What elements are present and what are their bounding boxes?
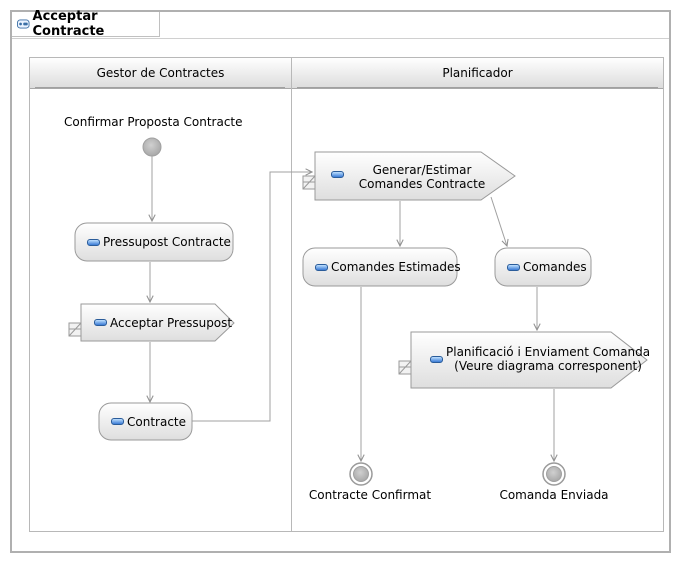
- action-planificacio[interactable]: [410, 331, 648, 389]
- object-node-estimades[interactable]: [302, 247, 458, 287]
- object-node-contracte[interactable]: [98, 402, 193, 441]
- object-pin-icon: [507, 263, 520, 271]
- action-planificacio-content: Planificació i Enviament Comanda (Veure …: [430, 342, 650, 376]
- lane-header-planificador[interactable]: Planificador: [292, 58, 663, 89]
- activity-diagram-icon: [17, 19, 30, 29]
- action-generar-comandes[interactable]: [314, 151, 516, 201]
- diagram-title-tab[interactable]: Acceptar Contracte: [12, 9, 160, 39]
- action-planificacio-label-line2: (Veure diagrama corresponent): [454, 359, 642, 373]
- action-generar-label: Generar/Estimar Comandes Contracte: [358, 163, 486, 191]
- final-node-comanda-enviada[interactable]: [542, 462, 566, 486]
- lane-divider: [291, 58, 292, 532]
- call-behavior-icon: [68, 322, 82, 337]
- object-node-pressupost[interactable]: [74, 222, 234, 262]
- object-pin-icon: [111, 418, 124, 425]
- object-node-pressupost-content: Pressupost Contracte: [87, 223, 231, 261]
- object-node-comandes[interactable]: [494, 247, 592, 287]
- object-node-contracte-content: Contracte: [111, 403, 186, 440]
- final-node-contracte-confirmat-label: Contracte Confirmat: [308, 488, 432, 502]
- final-node-contracte-confirmat[interactable]: [349, 462, 373, 486]
- flow-generar-to-comandes: [490, 196, 507, 246]
- lane-underline-planificador: [297, 87, 658, 88]
- call-behavior-icon: [302, 175, 316, 190]
- swimlane-container: [29, 57, 664, 532]
- object-node-contracte-label: Contracte: [127, 414, 187, 429]
- lane-header-gestor[interactable]: Gestor de Contractes: [30, 58, 291, 89]
- call-behavior-icon: [398, 360, 412, 375]
- object-node-comandes-label: Comandes: [523, 260, 587, 274]
- action-icon: [331, 171, 344, 178]
- initial-node-label: Confirmar Proposta Contracte: [64, 115, 243, 129]
- action-planificacio-label-line1: Planificació i Enviament Comanda: [446, 345, 651, 359]
- object-pin-icon: [87, 238, 100, 246]
- object-pin-icon: [315, 263, 328, 271]
- control-flows: [150, 156, 554, 461]
- action-planificacio-text: Planificació i Enviament Comanda (Veure …: [446, 345, 650, 373]
- action-acceptar-label: Acceptar Pressupost: [110, 315, 233, 330]
- title-separator: [12, 38, 669, 39]
- object-node-pressupost-label: Pressupost Contracte: [103, 235, 231, 249]
- action-icon: [94, 319, 107, 326]
- object-node-estimades-label: Comandes Estimades: [331, 260, 461, 274]
- flow-contracte-to-generar: [192, 172, 312, 422]
- action-generar-content: Generar/Estimar Comandes Contracte: [331, 162, 501, 192]
- object-node-estimades-content: Comandes Estimades: [315, 248, 461, 286]
- initial-node[interactable]: [142, 137, 162, 157]
- diagram-title: Acceptar Contracte: [32, 9, 105, 39]
- action-icon: [430, 355, 443, 363]
- call-behavior-icons: [68, 175, 412, 375]
- final-node-comanda-enviada-label: Comanda Enviada: [499, 488, 609, 502]
- action-acceptar-content: Acceptar Pressupost: [94, 304, 232, 341]
- lane-underline-gestor: [35, 87, 285, 88]
- object-node-comandes-content: Comandes: [507, 248, 587, 286]
